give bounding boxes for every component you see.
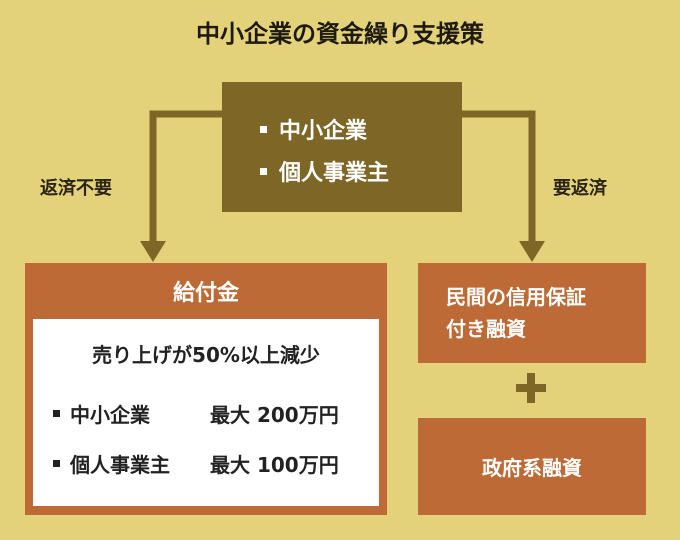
diagram-title: 中小企業の資金繰り支援策 bbox=[196, 20, 484, 48]
grant-box: 給付金 売り上げが50%以上減少 中小企業 最大 200万円 個人事業主 最大 … bbox=[25, 263, 387, 515]
bullet-icon bbox=[260, 125, 267, 133]
target-item-label: 個人事業主 bbox=[279, 161, 390, 186]
repayment-required-label: 要返済 bbox=[553, 178, 607, 199]
right-arrowhead bbox=[519, 241, 545, 262]
grant-item-name: 中小企業 bbox=[70, 402, 150, 427]
grant-item-max: 最大 200万円 bbox=[210, 402, 339, 427]
right-connector bbox=[462, 110, 536, 245]
grant-condition: 売り上げが50%以上減少 bbox=[92, 343, 320, 367]
target-item: 個人事業主 bbox=[260, 150, 462, 192]
grant-item: 個人事業主 最大 100万円 bbox=[53, 438, 379, 488]
grant-item-max: 最大 100万円 bbox=[210, 452, 339, 477]
bullet-icon bbox=[53, 409, 60, 417]
target-item: 中小企業 bbox=[260, 108, 462, 150]
left-connector bbox=[149, 110, 222, 245]
private-loan-line1: 民間の信用保証 bbox=[446, 285, 586, 309]
private-loan-line2: 付き融資 bbox=[446, 317, 526, 341]
no-repayment-label: 返済不要 bbox=[40, 178, 112, 199]
grant-title: 給付金 bbox=[172, 281, 239, 306]
grant-item-name: 個人事業主 bbox=[70, 452, 170, 477]
plus-icon bbox=[516, 373, 546, 403]
bullet-icon bbox=[260, 167, 267, 175]
bullet-icon bbox=[53, 459, 60, 467]
government-loan-box: 政府系融資 bbox=[418, 418, 646, 515]
government-loan-label: 政府系融資 bbox=[482, 456, 582, 480]
private-loan-box: 民間の信用保証 付き融資 bbox=[418, 263, 646, 363]
grant-item: 中小企業 最大 200万円 bbox=[53, 388, 379, 438]
grant-detail-panel: 売り上げが50%以上減少 中小企業 最大 200万円 個人事業主 最大 100万… bbox=[33, 319, 379, 506]
left-arrowhead bbox=[140, 241, 166, 262]
target-item-label: 中小企業 bbox=[279, 119, 368, 144]
target-box: 中小企業 個人事業主 bbox=[222, 82, 462, 212]
